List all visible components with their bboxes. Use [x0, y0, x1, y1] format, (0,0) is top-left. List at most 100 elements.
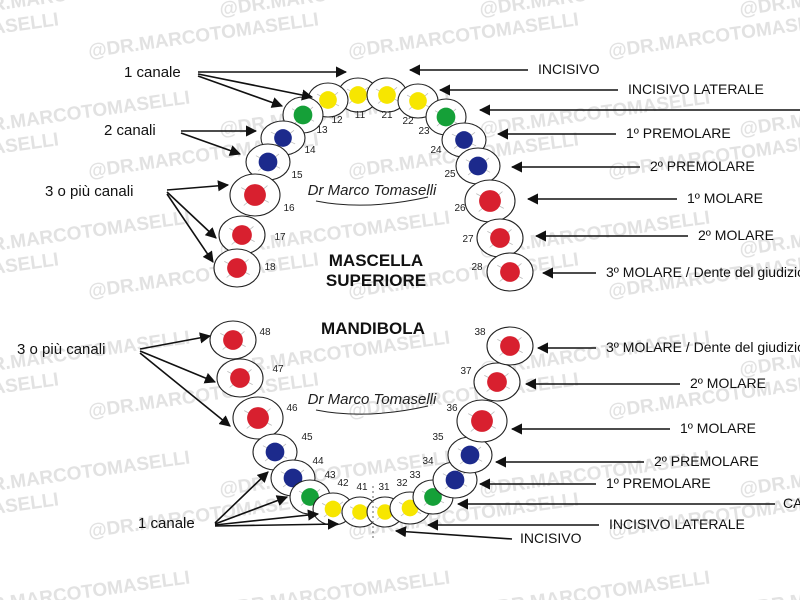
canal-dot-blue	[283, 468, 303, 488]
canal-dot-green	[424, 488, 442, 506]
tooth-number: 23	[418, 126, 430, 137]
upper-jaw-title-line1: MASCELLA	[329, 251, 423, 270]
tooth-15: 15	[245, 143, 303, 181]
tooth-number: 24	[430, 145, 442, 156]
canal-dot-red	[471, 410, 493, 432]
tooth-number: 33	[409, 470, 421, 481]
canal-dot-green	[436, 107, 456, 127]
lower-label-1-canale: 1 canale	[138, 515, 195, 532]
upper-jaw-title: MASCELLA SUPERIORE	[326, 251, 426, 290]
watermark-text: @DR.MARCOTOMASELLI	[0, 9, 60, 62]
canal-dot-blue	[460, 445, 480, 465]
canal-dot-red	[230, 368, 250, 388]
arrow-lower-incisivo	[394, 526, 513, 540]
canal-dot-yellow	[349, 86, 367, 104]
arrow-lower-1canale	[214, 471, 269, 524]
signature-flourish	[315, 196, 429, 206]
canal-dot-blue	[265, 442, 285, 462]
watermark-text: @DR.MARCOTOMASELLI	[347, 9, 580, 62]
lower-label-incisivo: INCISIVO	[520, 530, 582, 546]
tooth-16: 16	[229, 173, 295, 217]
canal-dot-red	[487, 372, 507, 392]
arrow-lower-1canale	[214, 495, 289, 525]
lower-label-2-premolare: 2º PREMOLARE	[654, 453, 759, 469]
tooth-number: 43	[324, 470, 336, 481]
lower-label-2-molare: 2º MOLARE	[690, 375, 766, 391]
canal-dot-green	[301, 488, 319, 506]
tooth-number: 42	[337, 478, 349, 489]
tooth-number: 28	[471, 262, 483, 273]
lower-label-3-canali: 3 o più canali	[17, 341, 105, 358]
arrow-upper-3canali	[166, 193, 214, 263]
canal-dot-yellow	[324, 500, 342, 518]
upper-label-2-molare: 2º MOLARE	[698, 227, 774, 243]
watermark-text: @DR.MARCOTOMASELLI	[0, 129, 60, 182]
arrow-lower-1canale	[214, 509, 320, 526]
watermark-text: @DR.MARCOTOMASELLI	[0, 489, 60, 542]
tooth-25: 25	[444, 147, 501, 185]
signature-layer: Dr Marco Tomaselli Dr Marco Tomaselli	[308, 182, 437, 415]
upper-label-1-premolare: 1º PREMOLARE	[626, 125, 731, 141]
canal-dot-red	[500, 262, 520, 282]
canal-dot-yellow	[377, 504, 393, 520]
tooth-number: 18	[264, 262, 276, 273]
tooth-number: 32	[396, 478, 408, 489]
arrows-layer	[139, 64, 800, 540]
canal-dot-red	[232, 225, 252, 245]
tooth-number: 35	[432, 432, 444, 443]
arrow-lower-1canale	[214, 518, 340, 530]
canal-dot-red	[500, 336, 520, 356]
watermark-text: @DR.MARCOTOMASELLI	[0, 249, 60, 302]
tooth-number: 25	[444, 169, 456, 180]
tooth-number: 11	[355, 110, 366, 121]
tooth-26: 26	[454, 179, 516, 223]
tooth-37: 37	[460, 362, 521, 402]
watermark-text: @DR.MARCOTOMASELLI	[0, 369, 60, 422]
tooth-number: 13	[316, 125, 328, 136]
canal-dot-blue	[445, 470, 465, 490]
canal-dot-blue	[258, 152, 278, 172]
tooth-number: 26	[454, 203, 466, 214]
lower-label-canino: CANINO	[783, 495, 800, 511]
canal-dot-red	[244, 184, 266, 206]
watermark-text: @DR.MARCOTOMASELLI	[0, 567, 191, 600]
watermark-text: @DR.MARCOTOMASELLI	[607, 9, 800, 62]
upper-label-3-canali: 3 o più canali	[45, 183, 133, 200]
tooth-number: 46	[286, 403, 298, 414]
upper-left-labels: 1 canale 2 canali 3 o più canali	[45, 64, 181, 200]
tooth-24: 24	[430, 122, 487, 158]
upper-label-incisivo: INCISIVO	[538, 61, 600, 77]
upper-label-1-molare: 1º MOLARE	[687, 190, 763, 206]
arrow-upper-1canale	[197, 75, 284, 108]
tooth-number: 14	[304, 145, 316, 156]
tooth-18: 18	[213, 248, 276, 288]
arrow-lower-3canali	[139, 352, 231, 427]
tooth-47: 47	[216, 358, 284, 398]
canal-dot-red	[247, 407, 269, 429]
tooth-number: 27	[462, 234, 474, 245]
teeth-layer: 1112131415161718212223242526272848474645…	[209, 77, 534, 538]
tooth-28: 28	[471, 252, 534, 292]
lower-jaw-title: MANDIBOLA	[321, 319, 425, 338]
lower-right-labels: 3º MOLARE / Dente del giudizio 2º MOLARE…	[520, 339, 800, 546]
canal-dot-red	[479, 190, 501, 212]
lower-label-3-molare: 3º MOLARE / Dente del giudizio	[606, 339, 800, 355]
arrow-upper-3canali	[166, 180, 230, 192]
signature-logo: Dr Marco Tomaselli	[308, 182, 437, 206]
tooth-number: 31	[378, 482, 390, 493]
tooth-number: 36	[446, 403, 458, 414]
canal-dot-red	[490, 228, 510, 248]
canal-dot-green	[293, 105, 313, 125]
signature-logo: Dr Marco Tomaselli	[308, 391, 437, 415]
watermark-text: @DR.MARCOTOMASELLI	[87, 249, 320, 302]
arrow-lower-3canali	[139, 332, 212, 350]
tooth-number: 38	[474, 327, 486, 338]
canal-dot-red	[227, 258, 247, 278]
upper-label-incisivo-laterale: INCISIVO LATERALE	[628, 81, 764, 97]
tooth-number: 12	[331, 115, 343, 126]
tooth-number: 44	[312, 456, 324, 467]
tooth-number: 37	[460, 366, 472, 377]
tooth-27: 27	[462, 218, 524, 258]
